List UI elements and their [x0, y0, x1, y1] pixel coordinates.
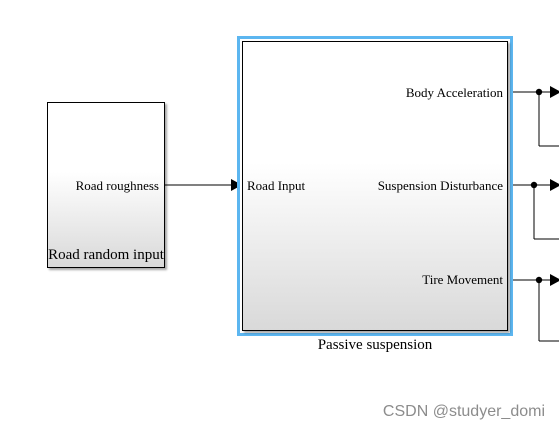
arrowhead-tire-movement	[550, 274, 559, 286]
arrowhead-suspension-disturbance	[550, 179, 559, 191]
port-label-body-acceleration: Body Acceleration	[405, 85, 503, 100]
port-label-tire-movement: Tire Movement	[422, 272, 503, 287]
block-caption-passive-suspension[interactable]: Passive suspension	[317, 337, 433, 353]
arrowhead-road-input	[231, 179, 242, 191]
port-label-road-roughness: Road roughness	[75, 178, 159, 193]
passive-suspension-block[interactable]	[242, 41, 508, 331]
road-random-input-block[interactable]	[47, 102, 165, 268]
arrowhead-body-acceleration	[550, 86, 559, 98]
port-label-road-input: Road Input	[247, 178, 306, 193]
block-caption-road-random-input[interactable]: Road random input	[48, 247, 164, 263]
port-label-suspension-disturbance: Suspension Disturbance	[377, 178, 503, 193]
watermark-text: CSDN @studyer_domi	[382, 403, 545, 420]
